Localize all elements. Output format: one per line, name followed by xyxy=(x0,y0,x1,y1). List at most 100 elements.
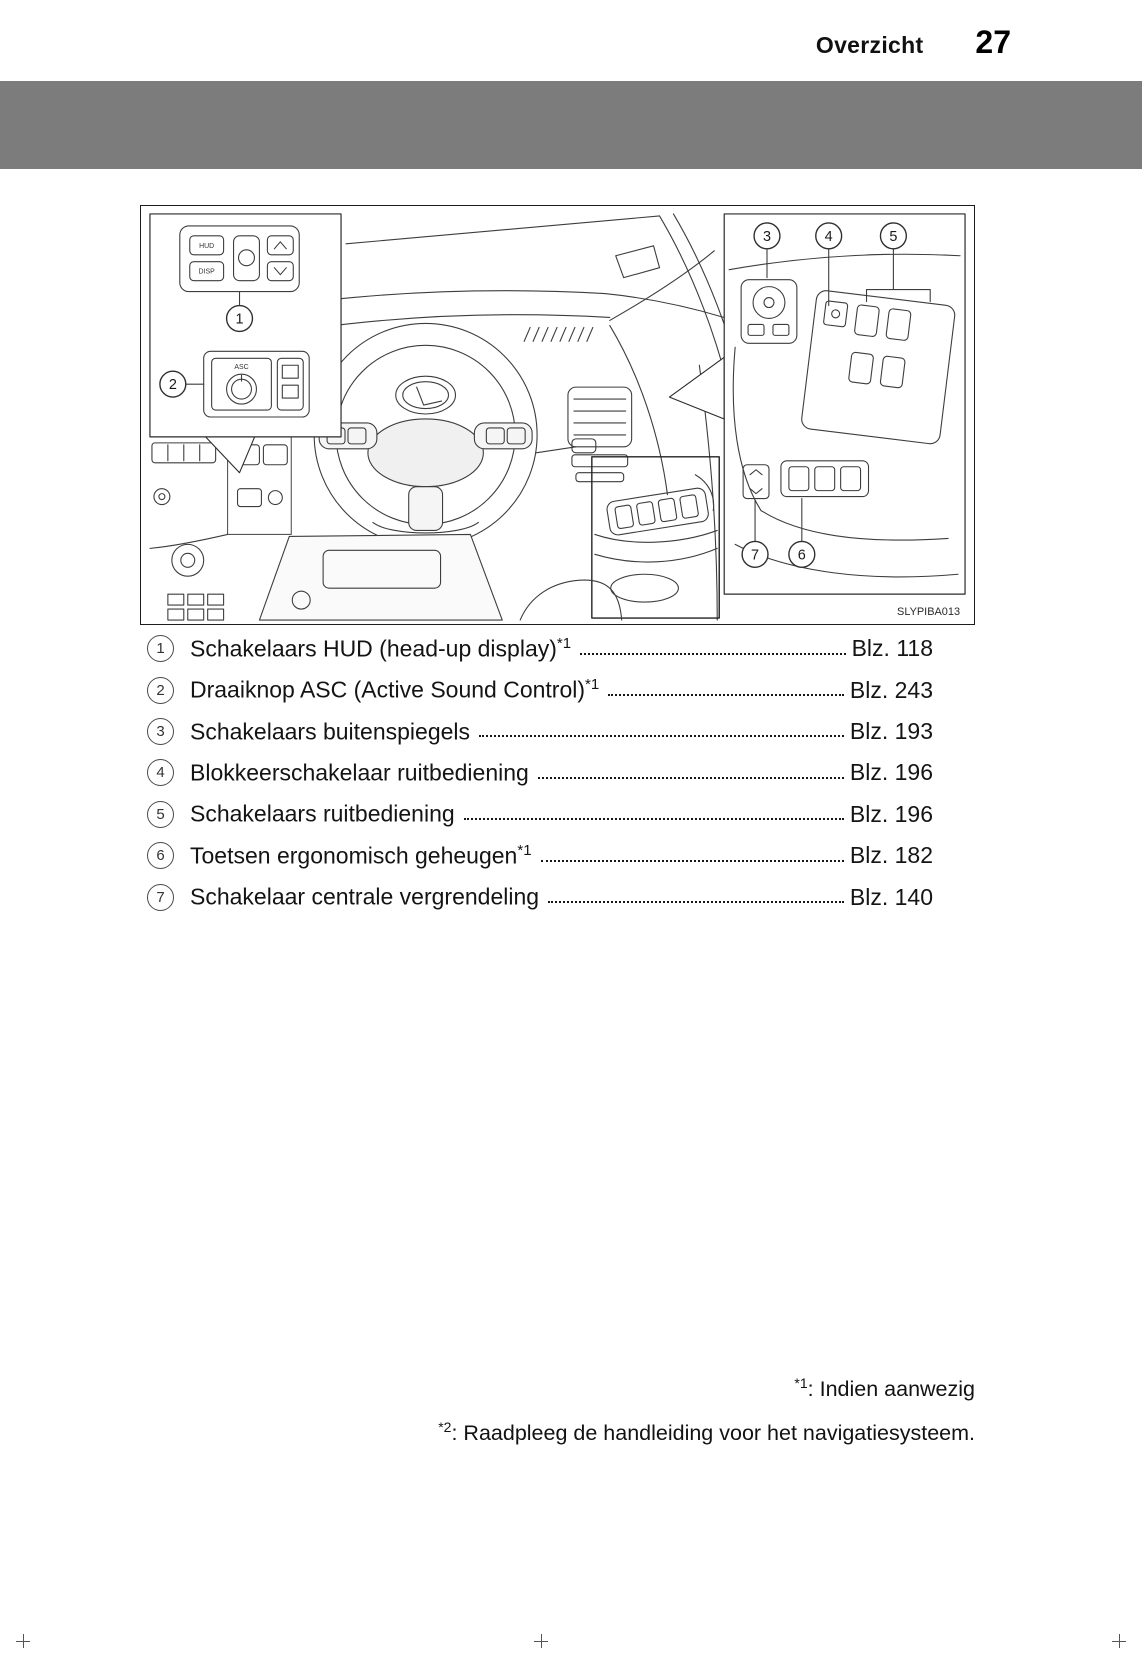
door-window-switch-bank xyxy=(606,487,709,536)
legend-item-text: Toetsen ergonomisch geheugen xyxy=(190,842,518,869)
dotted-leader xyxy=(580,652,846,655)
dashboard-figure: HUD DISP 1 ASC 2 xyxy=(140,205,975,625)
legend-item-label: Schakelaars ruitbediening xyxy=(190,800,455,828)
legend-item-pageref: Blz. 182 xyxy=(849,842,933,869)
callout-4 xyxy=(815,222,843,250)
window-switch-panel xyxy=(801,290,956,445)
dotted-leader xyxy=(537,776,844,779)
legend-item-pageref: Blz. 193 xyxy=(849,717,933,744)
central-lock-switch xyxy=(742,464,770,500)
disp-button-label: DISP xyxy=(199,269,216,276)
legend-item-label: Schakelaars buitenspiegels xyxy=(190,718,470,746)
legend-item: 4 Blokkeerschakelaar ruitbediening Blz. … xyxy=(147,752,933,793)
dashboard-illustration xyxy=(149,213,750,621)
callout-number-badge: 4 xyxy=(147,759,174,787)
legend-item: 7 Schakelaar centrale vergrendeling Blz.… xyxy=(147,876,933,917)
legend-item-text: Schakelaar centrale vergrendeling xyxy=(190,883,540,910)
callout-number-badge: 2 xyxy=(147,676,174,704)
callout-7 xyxy=(741,540,769,568)
dotted-leader xyxy=(608,694,844,697)
legend-item: 3 Schakelaars buitenspiegels Blz. 193 xyxy=(147,711,933,752)
footnote-text: : Indien aanwezig xyxy=(807,1377,975,1402)
legend-item-label: Toetsen ergonomisch geheugen*1 xyxy=(190,842,532,870)
legend-item: 6 Toetsen ergonomisch geheugen*1 Blz. 18… xyxy=(147,835,933,876)
page-header: Overzicht 27 xyxy=(816,24,1011,61)
lexus-logo xyxy=(395,375,457,415)
footnote-ref: *1 xyxy=(517,841,532,859)
driver-door-armrest xyxy=(519,250,720,621)
callout-number-badge: 7 xyxy=(147,883,174,911)
dotted-leader xyxy=(548,901,844,904)
callout-number-badge: 1 xyxy=(147,635,174,663)
legend-item: 1 Schakelaars HUD (head-up display)*1 Bl… xyxy=(147,628,933,669)
crop-mark-left xyxy=(16,1634,30,1648)
callout-number-badge: 5 xyxy=(147,800,174,828)
dashboard-figure-svg: HUD DISP 1 ASC 2 xyxy=(149,213,966,621)
legend-item-label: Schakelaars HUD (head-up display)*1 xyxy=(190,635,571,663)
hud-switch-panel: HUD DISP xyxy=(179,225,300,293)
inset-left-hud-asc: HUD DISP 1 ASC 2 xyxy=(149,213,342,474)
section-title: Overzicht xyxy=(815,32,924,58)
dotted-leader xyxy=(463,818,844,821)
center-console xyxy=(258,533,503,621)
asc-label: ASC xyxy=(234,364,248,371)
dotted-leader xyxy=(479,735,844,738)
legend-item-pageref: Blz. 196 xyxy=(849,800,933,827)
chevron-down-icon xyxy=(273,267,287,276)
steering-wheel xyxy=(313,322,597,547)
center-air-vents xyxy=(567,386,633,483)
footnotes: *1: Indien aanwezig *2: Raadpleeg de han… xyxy=(438,1364,975,1452)
callout-3 xyxy=(753,222,781,250)
section-banner xyxy=(0,81,1142,169)
legend-item-pageref: Blz. 118 xyxy=(851,635,933,662)
asc-knob-panel: ASC xyxy=(203,350,310,418)
inset-right-pointer xyxy=(668,356,725,420)
footnote-marker: *1 xyxy=(794,1375,808,1391)
callout-2 xyxy=(159,370,187,398)
callout-4-number: 4 xyxy=(825,229,833,245)
legend-item-text: Schakelaars HUD (head-up display) xyxy=(190,635,557,662)
legend-item-label: Schakelaar centrale vergrendeling xyxy=(190,883,539,911)
callout-1 xyxy=(225,304,254,333)
callout-5-number: 5 xyxy=(889,229,897,245)
callout-6 xyxy=(788,540,816,568)
legend-item-text: Blokkeerschakelaar ruitbediening xyxy=(190,759,529,786)
callout-5 xyxy=(879,222,908,250)
hud-button-label: HUD xyxy=(199,243,214,250)
rearview-mirror xyxy=(615,245,661,279)
legend-item-pageref: Blz. 140 xyxy=(849,883,933,910)
footnote-ref: *1 xyxy=(585,676,600,694)
legend-item-text: Draaiknop ASC (Active Sound Control) xyxy=(190,676,586,703)
legend-item-text: Schakelaars ruitbediening xyxy=(190,801,455,828)
callout-number-badge: 3 xyxy=(147,717,174,745)
dotted-leader xyxy=(540,859,844,862)
callout-6-number: 6 xyxy=(798,547,806,563)
footnote: *2: Raadpleeg de handleiding voor het na… xyxy=(438,1408,975,1452)
footnote-text: : Raadpleeg de handleiding voor het navi… xyxy=(451,1421,975,1446)
legend-item: 2 Draaiknop ASC (Active Sound Control)*1… xyxy=(147,669,933,710)
legend-item-pageref: Blz. 196 xyxy=(849,759,933,786)
legend-item-label: Draaiknop ASC (Active Sound Control)*1 xyxy=(190,676,599,704)
footnote: *1: Indien aanwezig xyxy=(438,1364,975,1408)
memory-buttons xyxy=(780,460,870,498)
figure-image-code: SLYPIBA013 xyxy=(897,606,960,618)
callout-7-number: 7 xyxy=(751,547,759,563)
callout-3-number: 3 xyxy=(763,229,771,245)
footnote-ref: *1 xyxy=(556,634,572,652)
callout-number-badge: 6 xyxy=(147,842,174,870)
inset-left-pointer xyxy=(203,434,256,474)
callout-2-number: 2 xyxy=(169,377,177,393)
legend-list: 1 Schakelaars HUD (head-up display)*1 Bl… xyxy=(147,628,933,918)
crop-mark-center xyxy=(534,1634,548,1648)
inset-right-door: 3 4 5 7 6 xyxy=(668,213,966,595)
footnote-marker: *2 xyxy=(438,1419,452,1436)
crop-mark-right xyxy=(1112,1634,1126,1648)
callout-1-number: 1 xyxy=(236,311,244,327)
page-number: 27 xyxy=(975,24,1011,60)
left-dashboard xyxy=(149,396,292,621)
chevron-up-icon xyxy=(273,241,287,250)
legend-item-text: Schakelaars buitenspiegels xyxy=(190,718,471,745)
mirror-control-switch xyxy=(740,279,798,344)
legend-item-pageref: Blz. 243 xyxy=(849,676,933,703)
legend-item-label: Blokkeerschakelaar ruitbediening xyxy=(190,759,529,787)
